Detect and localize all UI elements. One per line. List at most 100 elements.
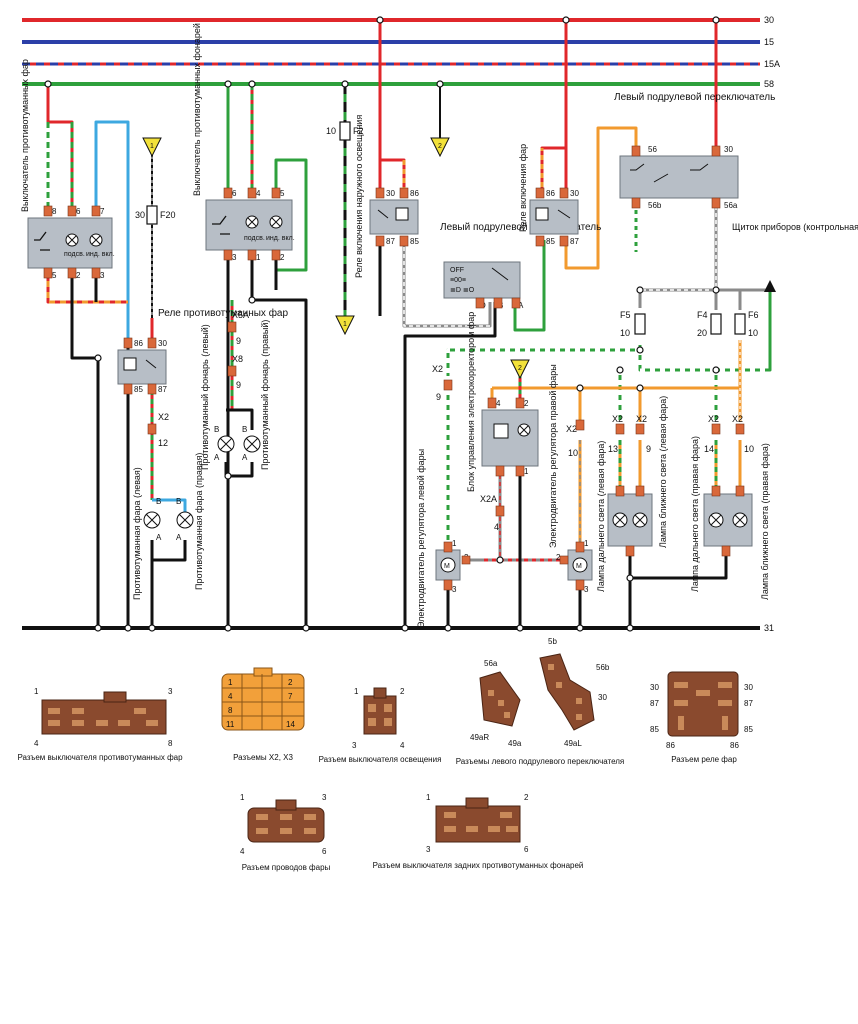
svg-text:B: B: [156, 497, 161, 506]
light-relay: 30 86 87 85 Реле включения наружного осв…: [354, 115, 419, 278]
fuse-f2: 10 F2: [326, 121, 364, 141]
svg-text:30: 30: [724, 145, 733, 154]
svg-text:8: 8: [52, 207, 57, 216]
lamp-left-low-label: Лампа ближнего света (левая фара): [658, 396, 668, 548]
svg-text:подсв.: подсв.: [244, 235, 265, 242]
bus-label-31: 31: [764, 623, 774, 633]
left-stalk-switch: OFF ≡00≡ ≣D ≣O D B A Левый подрулевой пе…: [440, 222, 601, 310]
fog-relay: 86 30 85 87 Реле противотуманных фар: [117, 307, 288, 394]
svg-text:1: 1: [354, 687, 359, 696]
svg-text:4: 4: [240, 847, 245, 856]
fuse-f5: F5 10: [620, 310, 646, 338]
legend-relay-connector: 30 30 87 87 85 85 86 86 Разъем реле фар: [650, 671, 753, 764]
rear-fog-switch: подсв. инд. вкл. 6 4 5 3 1 2 Выключатель…: [192, 23, 295, 262]
svg-text:49a: 49a: [508, 739, 522, 748]
svg-text:4: 4: [34, 739, 39, 748]
fog-lamp-right: B A Противотуманная фара (правая): [176, 453, 204, 590]
svg-text:2: 2: [556, 553, 561, 562]
svg-text:4: 4: [496, 399, 501, 408]
svg-text:4: 4: [494, 522, 499, 532]
svg-text:7: 7: [100, 207, 105, 216]
svg-text:≡00≡: ≡00≡: [450, 277, 466, 284]
svg-text:A: A: [156, 533, 162, 542]
svg-text:≣D ≣O: ≣D ≣O: [450, 285, 475, 294]
svg-text:7: 7: [288, 692, 293, 701]
fog-lamp-left-label: Противотуманная фара (левая): [132, 467, 142, 600]
fuse-f6-label: F6: [748, 310, 759, 320]
fog-switch-label: Выключатель противотуманных фар: [20, 59, 30, 212]
svg-text:56a: 56a: [724, 201, 738, 210]
lamp-right-high-label: Лампа дальнего света (правая фара): [690, 436, 700, 592]
svg-text:87: 87: [570, 237, 579, 246]
svg-text:5: 5: [52, 271, 57, 280]
svg-text:инд. вкл.: инд. вкл.: [266, 235, 295, 242]
svg-text:6: 6: [232, 189, 237, 198]
svg-text:B: B: [242, 425, 247, 434]
svg-text:30: 30: [158, 339, 167, 348]
fog-relay-label: Реле противотуманных фар: [158, 307, 288, 319]
legend-stalk-connectors: 56a 49aR 49a 5b 56b 30 49aL Разъемы лево…: [456, 637, 625, 766]
svg-text:14: 14: [286, 720, 295, 729]
beam-relay-label: Реле включения фар: [518, 144, 528, 232]
fog-switch-inner-2: инд. вкл.: [86, 251, 115, 258]
connector-labels: X5A 9 X8 9 X2 12 X2 9 X2 10 X2A 4 X2 X2 …: [158, 310, 754, 532]
rear-fog-left: B A Противотуманный фонарь (левый): [200, 324, 235, 470]
junction-dots: [44, 16, 720, 632]
svg-text:X2: X2: [708, 414, 719, 424]
svg-text:10: 10: [568, 448, 578, 458]
svg-text:2: 2: [518, 365, 522, 372]
ground-1-bottom: 1: [335, 315, 355, 336]
svg-text:3: 3: [322, 793, 327, 802]
svg-text:9: 9: [646, 444, 651, 454]
svg-text:9: 9: [436, 392, 441, 402]
svg-text:86: 86: [666, 741, 675, 750]
svg-text:1: 1: [240, 793, 245, 802]
svg-text:30: 30: [598, 693, 607, 702]
legend-x2x3-label: Разъемы X2, X3: [233, 753, 293, 762]
fuse-f2-label: F2: [353, 126, 364, 136]
svg-text:2: 2: [280, 253, 285, 262]
legend-fog-switch-label: Разъем выключателя противотуманных фар: [17, 753, 183, 762]
svg-text:M: M: [576, 563, 582, 570]
dashboard-label: Щиток приборов (контрольная лампа включе…: [732, 222, 858, 232]
headlamp-right: Лампа дальнего света (правая фара) Лампа…: [690, 436, 770, 600]
svg-text:30: 30: [744, 683, 753, 692]
fuse-f20-rating: 30: [135, 210, 145, 220]
svg-text:4: 4: [400, 741, 405, 750]
svg-text:87: 87: [386, 237, 395, 246]
rear-fog-switch-label: Выключатель противотуманных фонарей: [192, 23, 202, 196]
motor-left-label: Электродвигатель регулятора левой фары: [416, 449, 426, 628]
svg-text:B: B: [214, 425, 219, 434]
svg-text:9: 9: [236, 336, 241, 346]
svg-text:56a: 56a: [484, 659, 498, 668]
legend-x2x3-connector: 1 2 4 7 8 11 14 Разъемы X2, X3: [221, 667, 305, 762]
svg-text:8: 8: [228, 706, 233, 715]
leveler-unit-label: Блок управления электрокорректором фар: [466, 312, 476, 492]
rear-fog-left-label: Противотуманный фонарь (левый): [200, 324, 210, 470]
rear-fog-right: B A Противотуманный фонарь (правый): [242, 320, 270, 470]
svg-text:6: 6: [524, 845, 529, 854]
fuse-f6-rating: 10: [748, 328, 758, 338]
beam-relay: 86 30 85 87 Реле включения фар: [518, 144, 579, 246]
bus-label-58: 58: [764, 79, 774, 89]
legend-stalk-label: Разъемы левого подрулевого переключателя: [456, 757, 625, 766]
ground-2-bottom: 2: [510, 359, 530, 380]
svg-text:2: 2: [76, 271, 81, 280]
svg-text:2: 2: [524, 399, 529, 408]
svg-text:X2: X2: [732, 414, 743, 424]
svg-text:2: 2: [524, 793, 529, 802]
fog-switch-inner-1: подсв.: [64, 251, 85, 258]
svg-text:56b: 56b: [596, 663, 610, 672]
bus-label-15a: 15A: [764, 59, 780, 69]
connector-legend: 1 3 4 8 Разъем выключателя противотуманн…: [17, 637, 753, 872]
svg-text:2: 2: [288, 678, 293, 687]
left-stalk-top: 56 30 56b 56a Левый подрулевой переключа…: [614, 92, 775, 210]
svg-text:3: 3: [352, 741, 357, 750]
svg-text:12: 12: [158, 438, 168, 448]
svg-text:1: 1: [228, 678, 233, 687]
headlamp-left: Лампа дальнего света (левая фара) Лампа …: [596, 396, 668, 592]
svg-text:1: 1: [34, 687, 39, 696]
svg-text:14: 14: [704, 444, 714, 454]
svg-text:5b: 5b: [548, 637, 557, 646]
svg-text:11: 11: [226, 720, 235, 729]
